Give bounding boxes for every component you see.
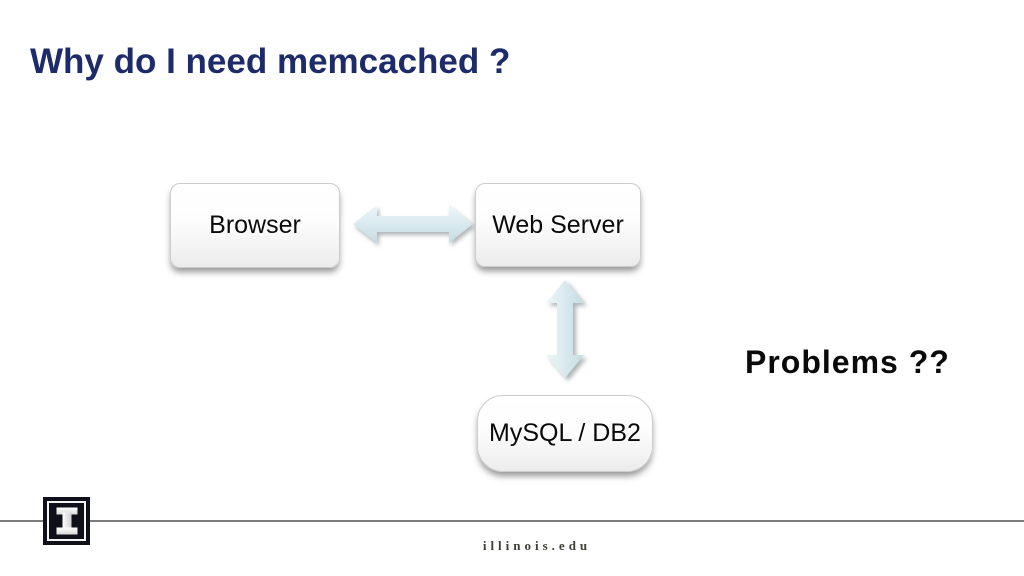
horizontal-double-arrow-icon bbox=[353, 205, 473, 243]
double-arrow-webserver-database bbox=[546, 280, 584, 378]
diagram-node-browser-label: Browser bbox=[209, 211, 301, 239]
illini-i-stem bbox=[62, 512, 71, 530]
diagram-node-database-label: MySQL / DB2 bbox=[489, 419, 641, 447]
diagram-node-web-server-label: Web Server bbox=[492, 210, 624, 239]
slide-title: Why do I need memcached ? bbox=[30, 42, 511, 81]
footer-site-text: illinois.edu bbox=[482, 538, 592, 553]
illini-i-top-bar bbox=[56, 507, 77, 515]
illinois-logo bbox=[43, 497, 90, 545]
illini-i-icon bbox=[56, 507, 77, 535]
diagram-node-database: MySQL / DB2 bbox=[477, 395, 653, 472]
illini-i-bottom-bar bbox=[56, 527, 77, 535]
problems-annotation: Problems ?? bbox=[745, 344, 950, 380]
footer-divider bbox=[0, 520, 1024, 522]
diagram-node-web-server: Web Server bbox=[475, 183, 641, 267]
double-arrow-browser-webserver bbox=[353, 205, 473, 243]
diagram-node-browser: Browser bbox=[170, 183, 340, 268]
illinois-logo-frame bbox=[47, 501, 86, 541]
vertical-double-arrow-icon bbox=[546, 280, 584, 378]
